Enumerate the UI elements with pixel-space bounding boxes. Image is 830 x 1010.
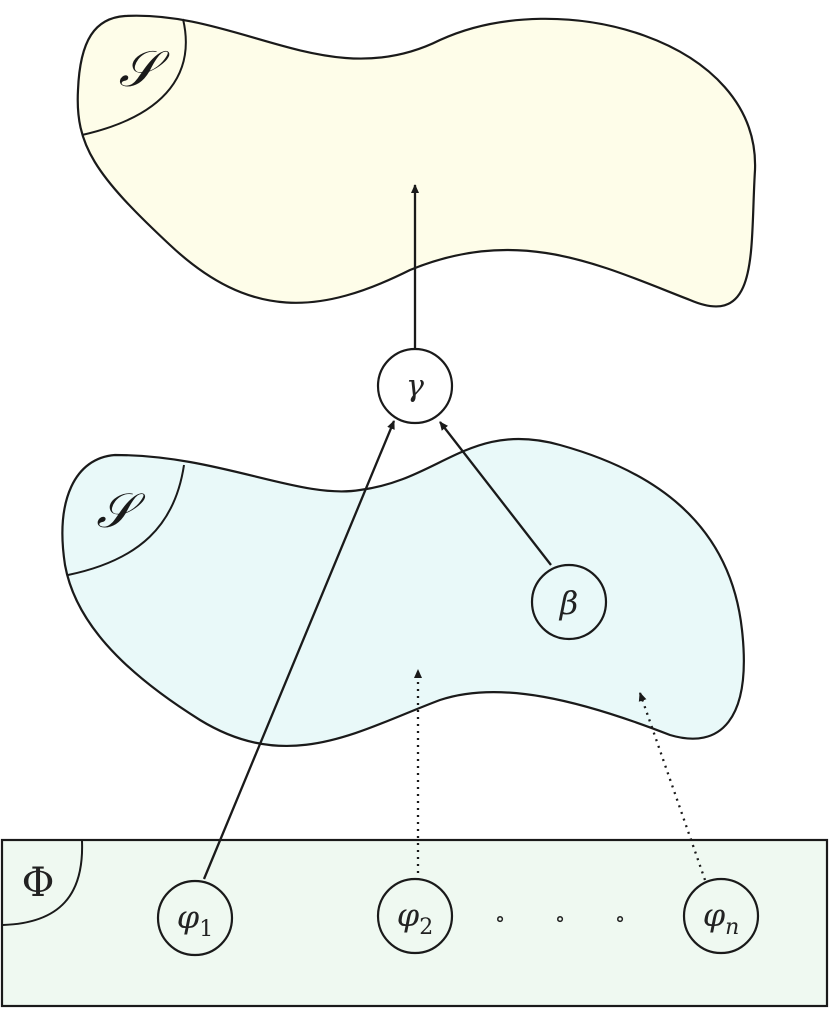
node-phi2-label: φ2 (397, 896, 433, 940)
top-region-shape (76, 14, 757, 308)
top-region: 𝒮 (76, 14, 757, 308)
ellipsis-dot-1: ∘ (495, 907, 506, 932)
node-phin-base: φ (703, 896, 726, 934)
node-gamma-label: γ (406, 369, 424, 404)
node-beta-circle (530, 563, 608, 641)
top-region-label-arc (81, 18, 187, 136)
node-phi2: φ2 (376, 877, 454, 955)
middle-region-label-arc (67, 464, 185, 576)
bottom-band-label-arc (2, 840, 84, 926)
ellipsis-dot-3: ∘ (615, 907, 626, 932)
node-phi2-base: φ (397, 896, 420, 934)
node-phin-circle (682, 877, 760, 955)
middle-region-shape (61, 437, 745, 748)
middle-region: 𝒮 (61, 437, 745, 748)
edge-phi1-to-gamma (202, 420, 396, 880)
node-beta: β (530, 563, 608, 641)
edge-beta-to-gamma (439, 421, 552, 566)
node-beta-label: β (559, 584, 579, 622)
node-phin-sub: n (725, 915, 739, 940)
node-phin: φn (682, 877, 760, 955)
bottom-band-label: Φ (22, 860, 55, 906)
node-phi2-circle (376, 877, 454, 955)
node-phin-label: φn (703, 896, 740, 940)
ellipsis-dot-2: ∘ (555, 907, 566, 932)
node-phi1: φ1 (156, 879, 234, 957)
edges (202, 184, 707, 881)
ellipsis: ∘ ∘ ∘ (495, 907, 626, 932)
node-phi1-circle (156, 879, 234, 957)
node-gamma-circle (376, 347, 454, 425)
node-phi1-sub: 1 (199, 917, 213, 942)
node-gamma: γ (376, 347, 454, 425)
node-phi2-sub: 2 (419, 915, 433, 940)
node-phi1-label: φ1 (177, 898, 213, 942)
node-phi1-base: φ (177, 898, 200, 936)
edge-phin-to-middle-region (638, 692, 707, 881)
